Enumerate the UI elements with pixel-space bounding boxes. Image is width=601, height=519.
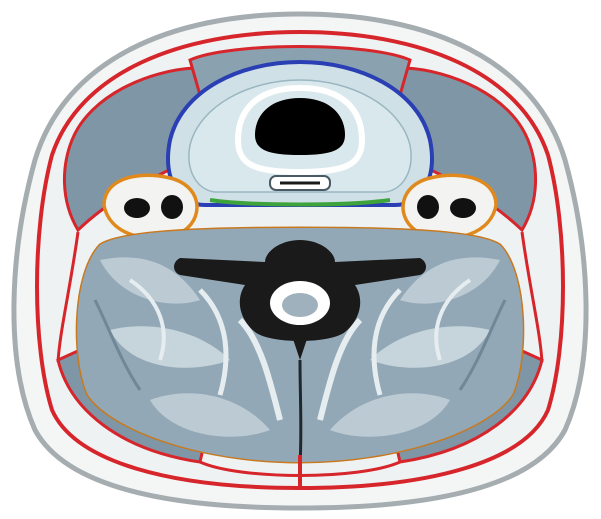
- spinal-cord: [282, 293, 318, 317]
- jugular-vein-right: [417, 195, 439, 219]
- carotid-sheath-left: [104, 175, 197, 238]
- nuchal-ligament: [300, 360, 301, 465]
- jugular-vein-left: [161, 195, 183, 219]
- carotid-artery-right: [450, 198, 476, 218]
- carotid-artery-left: [124, 198, 150, 218]
- carotid-sheath-right: [403, 175, 496, 238]
